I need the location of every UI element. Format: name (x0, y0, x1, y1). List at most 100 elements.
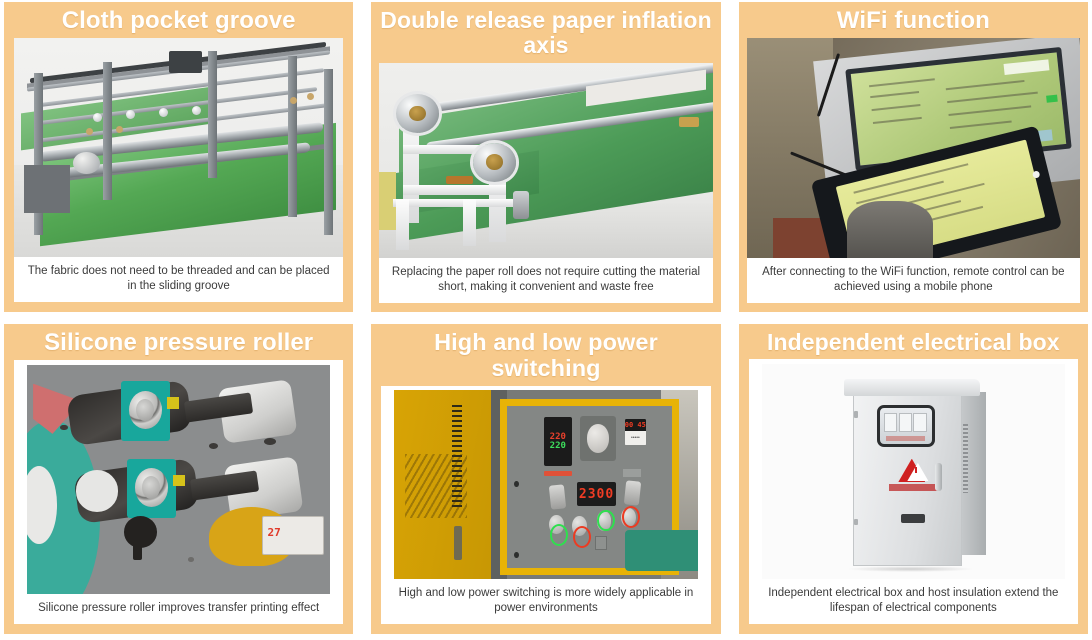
photo-warning-bolt-icon (915, 467, 918, 474)
photo-frame-leg (462, 199, 476, 246)
feature-card-double-release-paper-inflation-axis[interactable]: Double release paper inflation axis (371, 2, 721, 312)
voltage-red-value: 220 (549, 431, 566, 442)
photo-door-handle (454, 525, 463, 560)
photo-bolt (290, 97, 298, 105)
speed-display[interactable]: 2300 (576, 482, 617, 507)
card-body: The fabric does not need to be threaded … (14, 38, 344, 302)
photo-screw (60, 424, 68, 431)
card-title: WiFi function (836, 7, 990, 34)
speed-value: 2300 (578, 486, 615, 502)
card-caption: High and low power switching is more wid… (381, 578, 711, 624)
photo-warning-text (889, 484, 938, 491)
photo-shadow (846, 565, 974, 573)
card-caption: Silicone pressure roller improves transf… (14, 593, 344, 624)
card-title: High and low power switching (434, 329, 658, 381)
photo-knob (191, 106, 201, 116)
feature-card-high-low-power-switching[interactable]: High and low power switching 220 220 (371, 324, 721, 634)
wifi-function-photo (746, 38, 1080, 258)
double-release-paper-inflation-axis-photo (379, 62, 713, 258)
photo-handle (445, 175, 473, 184)
photo-green-machine-part (624, 529, 698, 572)
photo-hand (846, 200, 934, 258)
panel-plate (594, 535, 607, 551)
photo-hinge (854, 518, 859, 526)
photo-lever (512, 191, 530, 219)
photo-hub-core (409, 105, 426, 122)
voltage-green-value: 220 (549, 440, 566, 451)
photo-yellow-tab (166, 397, 179, 409)
photo-box-window (876, 405, 935, 448)
photo-post (324, 68, 334, 235)
feature-card-silicone-pressure-roller[interactable]: Silicone pressure roller (4, 324, 354, 634)
card-body: Replacing the paper roll does not requir… (379, 62, 713, 303)
photo-red-indicator-bar (543, 470, 572, 477)
card-caption: Replacing the paper roll does not requir… (379, 257, 713, 303)
photo-ball-stem (133, 543, 143, 560)
feature-card-wifi-function[interactable]: WiFi function (738, 2, 1088, 312)
photo-knob (158, 108, 168, 118)
photo-screw (208, 443, 219, 449)
photo-frame-rail (402, 144, 506, 155)
button-ring-green-1 (549, 524, 568, 546)
photo-bracket (23, 164, 70, 213)
rotary-dial-knob[interactable] (586, 424, 610, 453)
card-body: After connecting to the WiFi function, r… (746, 38, 1080, 303)
photo-meter-value: 27 (267, 525, 281, 539)
photo-meter: 27 (261, 516, 325, 555)
button-ring-green-2 (597, 509, 616, 532)
card-body: Independent electrical box and host insu… (748, 359, 1078, 624)
feature-card-cloth-pocket-groove[interactable]: Cloth pocket groove (4, 2, 354, 312)
photo-bolt (306, 92, 314, 100)
photo-control-panel: 220 220 00 45 ••••• 2300 (507, 406, 673, 568)
photo-bearing-core (136, 398, 155, 422)
photo-yellow-tab (172, 475, 185, 487)
card-title: Double release paper inflation axis (380, 7, 712, 59)
photo-post (33, 73, 43, 235)
feature-card-independent-electrical-box[interactable]: Independent electrical box (738, 324, 1088, 634)
photo-post (102, 62, 112, 200)
photo-post (288, 55, 298, 218)
rotary-dial[interactable] (580, 415, 617, 462)
photo-door-label (404, 453, 467, 519)
photo-frame-leg (395, 199, 410, 250)
toggle-switch-left[interactable] (549, 484, 567, 511)
photo-hub-core (485, 154, 503, 170)
button-ring-red-1 (572, 525, 591, 548)
card-caption: Independent electrical box and host insu… (748, 578, 1078, 624)
card-title: Silicone pressure roller (44, 329, 314, 356)
photo-carriage (168, 51, 202, 74)
voltage-display[interactable]: 220 220 (543, 417, 572, 466)
photo-bolt (116, 125, 124, 133)
photo-roller-end (75, 470, 118, 512)
photo-knob (93, 112, 103, 122)
photo-dark-ball (124, 516, 158, 549)
card-title: Independent electrical box (766, 329, 1060, 355)
panel-screw (514, 480, 520, 487)
photo-end-roller (73, 151, 100, 174)
card-body: 220 220 00 45 ••••• 2300 (381, 385, 711, 624)
photo-side-vent (963, 424, 969, 493)
independent-electrical-box-photo (761, 364, 1065, 579)
cloth-pocket-groove-photo (14, 38, 344, 257)
photo-bolt (86, 127, 94, 135)
card-caption: After connecting to the WiFi function, r… (746, 257, 1080, 303)
photo-white-arc (27, 465, 58, 544)
switch-plate (622, 469, 642, 478)
high-low-power-switching-photo: 220 220 00 45 ••••• 2300 (394, 389, 698, 579)
toggle-switch-right[interactable] (623, 479, 641, 506)
photo-bearing-core (142, 476, 161, 500)
photo-screw (263, 438, 276, 446)
photo-door-latch (901, 514, 926, 523)
silicone-pressure-roller-photo: 27 (27, 365, 331, 594)
photo-frame-rail (392, 199, 520, 207)
card-body: 27 Silicone pressure roller improves tra… (14, 360, 344, 624)
counter-value: 00 45 (624, 419, 647, 432)
photo-box-roof (843, 379, 981, 397)
counter-label: ••••• (624, 431, 647, 445)
photo-yellow-edge (379, 171, 396, 231)
panel-screw (514, 551, 520, 559)
photo-screw (187, 557, 194, 562)
photo-yellow-door (394, 389, 498, 579)
card-caption: The fabric does not need to be threaded … (14, 256, 344, 302)
